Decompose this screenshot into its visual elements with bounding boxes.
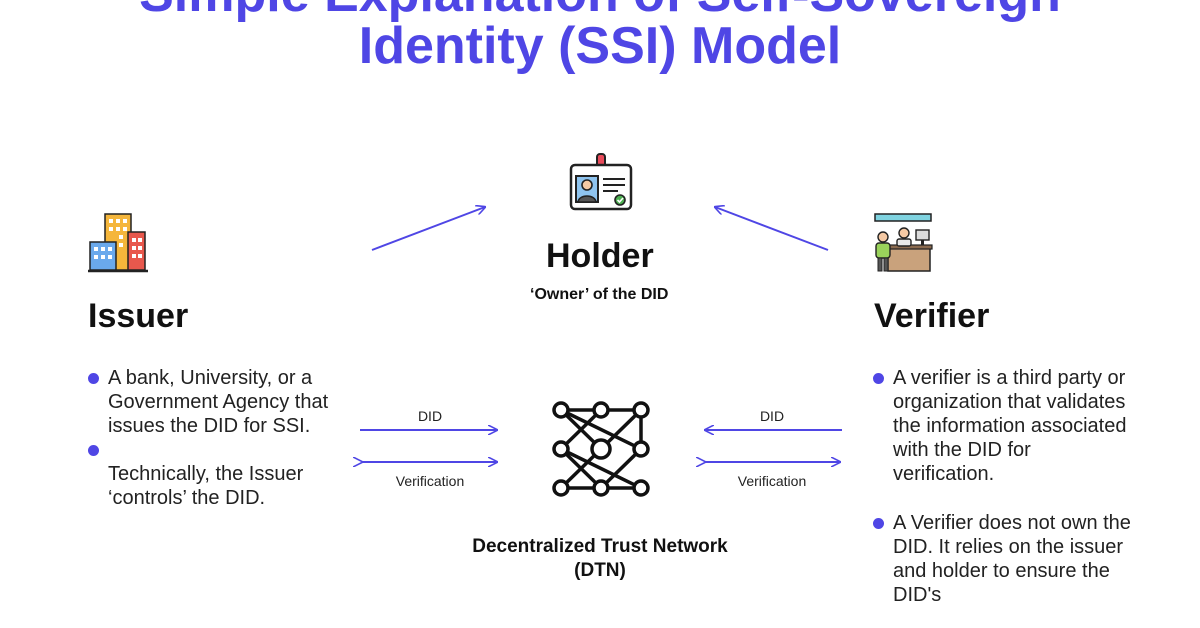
bullet-dot bbox=[88, 373, 99, 384]
list-item bbox=[88, 438, 350, 462]
network-label: Decentralized Trust Network (DTN) bbox=[420, 535, 780, 583]
id-card-icon bbox=[569, 153, 633, 211]
bullet-dot bbox=[873, 518, 884, 529]
issuer-bullets: A bank, University, or a Government Agen… bbox=[88, 366, 350, 510]
page-title-line-1: Simple Explanation of Self-Sovereign bbox=[0, 0, 1200, 20]
network-label-line-1: Decentralized Trust Network bbox=[472, 536, 728, 557]
buildings-icon bbox=[88, 213, 148, 273]
page-title-line-2: Identity (SSI) Model bbox=[358, 17, 842, 75]
service-desk-icon bbox=[874, 213, 933, 272]
bullet-dot bbox=[873, 373, 884, 384]
verifier-title: Verifier bbox=[874, 297, 990, 335]
holder-subtitle: ‘Owner’ of the DID bbox=[530, 286, 669, 303]
verifier-bullets: A verifier is a third party or organizat… bbox=[873, 366, 1135, 607]
issuer-to-holder-arrow bbox=[371, 207, 485, 251]
left-did-label: DID bbox=[417, 408, 443, 424]
issuer-bullet-3-text: Technically, the Issuer ‘controls’ the D… bbox=[108, 463, 304, 509]
verifier-to-holder-arrow bbox=[715, 207, 829, 251]
holder-title: Holder bbox=[546, 237, 654, 275]
left-verification-label: Verification bbox=[395, 473, 465, 489]
list-item: A verifier is a third party or organizat… bbox=[873, 366, 1135, 486]
list-item: A bank, University, or a Government Agen… bbox=[88, 366, 350, 438]
verifier-bullet-1-text: A verifier is a third party or organizat… bbox=[893, 367, 1127, 485]
right-did-label: DID bbox=[759, 408, 785, 424]
verifier-bullet-2-text: A Verifier does not own the DID. It reli… bbox=[893, 512, 1131, 606]
issuer-title: Issuer bbox=[88, 297, 189, 335]
bullet-dot bbox=[88, 445, 99, 456]
neural-network-icon bbox=[552, 401, 650, 497]
right-verification-label: Verification bbox=[737, 473, 807, 489]
list-item: A Verifier does not own the DID. It reli… bbox=[873, 511, 1135, 607]
issuer-bullet-1-text: A bank, University, or a Government Agen… bbox=[108, 367, 329, 437]
list-spacer bbox=[873, 486, 1135, 511]
network-label-line-2: (DTN) bbox=[574, 560, 626, 581]
